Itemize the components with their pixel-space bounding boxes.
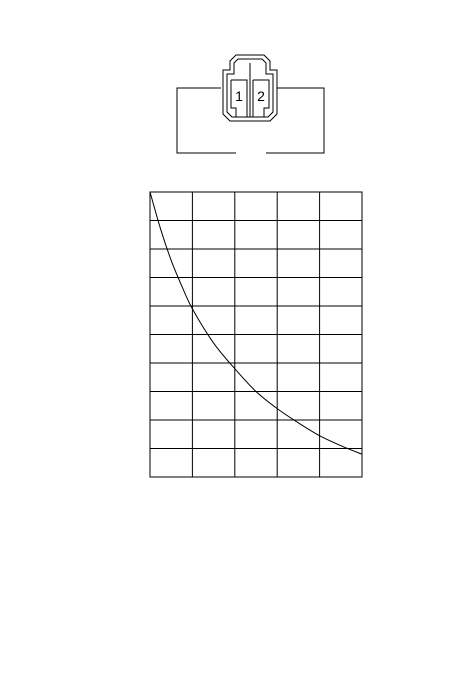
wire-right bbox=[266, 87, 325, 154]
connector-housing-inner bbox=[226, 58, 274, 118]
connector-housing-outer bbox=[222, 54, 278, 122]
pin-label-1: 1 bbox=[235, 88, 243, 104]
series-line-0 bbox=[149, 191, 363, 455]
curve-chart bbox=[149, 191, 363, 478]
connector-diagram bbox=[176, 54, 325, 154]
plot-frame bbox=[149, 191, 363, 478]
pin-cavity-1 bbox=[230, 79, 248, 117]
pin-cavity-2 bbox=[252, 79, 270, 117]
pin-label-2: 2 bbox=[257, 88, 265, 104]
wire-left bbox=[176, 87, 236, 154]
chart-grid bbox=[150, 192, 362, 477]
chart-series-layer bbox=[149, 191, 363, 455]
